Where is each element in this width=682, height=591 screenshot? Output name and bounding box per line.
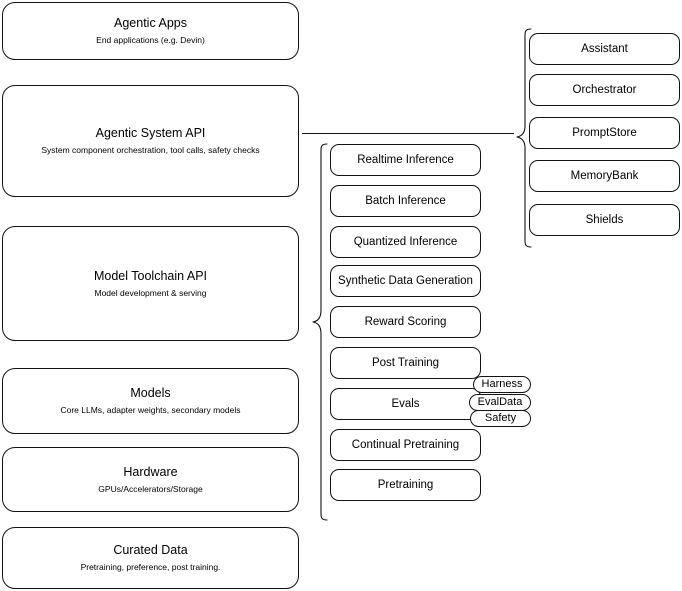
capability-box-evals[interactable]: Evals [330, 388, 481, 420]
eval-badge-label: Harness [481, 378, 523, 390]
capability-box-quantized-inference[interactable]: Quantized Inference [330, 226, 481, 258]
component-label: MemoryBank [570, 170, 639, 182]
capability-label: Quantized Inference [353, 236, 458, 248]
layer-title: Model Toolchain API [93, 268, 208, 283]
component-label: Shields [585, 214, 624, 226]
brace-system-components [516, 28, 532, 248]
eval-badge-label: EvalData [477, 396, 523, 408]
layer-box-curated-data[interactable]: Curated Data Pretraining, preference, po… [2, 527, 299, 589]
capability-label: Pretraining [377, 479, 434, 491]
brace-toolchain-capabilities [312, 143, 328, 521]
component-box-memorybank[interactable]: MemoryBank [529, 160, 680, 192]
capability-box-realtime-inference[interactable]: Realtime Inference [330, 144, 481, 176]
capability-label: Continual Pretraining [351, 439, 460, 451]
capability-box-pretraining[interactable]: Pretraining [330, 469, 481, 501]
component-box-assistant[interactable]: Assistant [529, 33, 680, 65]
component-label: PromptStore [572, 127, 637, 139]
layer-title: Hardware [123, 464, 178, 479]
layer-box-hardware[interactable]: Hardware GPUs/Accelerators/Storage [2, 447, 299, 512]
component-box-shields[interactable]: Shields [529, 204, 680, 236]
component-label: Assistant [581, 43, 628, 55]
capability-label: Realtime Inference [357, 154, 454, 166]
layer-title: Agentic System API [95, 126, 206, 140]
eval-badge-evaldata[interactable]: EvalData [469, 394, 531, 411]
layer-subtitle: Pretraining, preference, post training. [80, 562, 221, 572]
eval-badge-label: Safety [484, 412, 517, 424]
component-label: Orchestrator [572, 84, 637, 96]
capability-box-batch-inference[interactable]: Batch Inference [330, 185, 481, 217]
layer-box-agentic-apps[interactable]: Agentic Apps End applications (e.g. Devi… [2, 2, 299, 60]
layer-subtitle: Core LLMs, adapter weights, secondary mo… [60, 405, 241, 415]
layer-subtitle: End applications (e.g. Devin) [96, 35, 205, 45]
capability-label: Synthetic Data Generation [338, 275, 473, 287]
layer-subtitle: GPUs/Accelerators/Storage [98, 483, 203, 494]
layer-subtitle: System component orchestration, tool cal… [41, 145, 260, 155]
layer-box-models[interactable]: Models Core LLMs, adapter weights, secon… [2, 368, 299, 434]
connector-system-api-to-components [302, 133, 514, 134]
capability-label: Batch Inference [365, 195, 446, 207]
component-box-orchestrator[interactable]: Orchestrator [529, 74, 680, 106]
layer-title: Curated Data [113, 543, 188, 557]
capability-box-post-training[interactable]: Post Training [330, 347, 481, 379]
capability-box-synthetic-data-generation[interactable]: Synthetic Data Generation [330, 265, 481, 297]
capability-label: Reward Scoring [364, 316, 447, 328]
layer-box-model-toolchain-api[interactable]: Model Toolchain API Model development & … [2, 226, 299, 341]
component-box-promptstore[interactable]: PromptStore [529, 117, 680, 149]
eval-badge-safety[interactable]: Safety [470, 410, 531, 427]
capability-box-continual-pretraining[interactable]: Continual Pretraining [330, 429, 481, 461]
layer-box-agentic-system-api[interactable]: Agentic System API System component orch… [2, 85, 299, 197]
capability-label: Post Training [371, 357, 440, 369]
eval-badge-harness[interactable]: Harness [473, 376, 531, 393]
capability-label: Evals [391, 398, 420, 410]
layer-title: Agentic Apps [114, 16, 187, 30]
capability-box-reward-scoring[interactable]: Reward Scoring [330, 306, 481, 338]
layer-subtitle: Model development & serving [94, 287, 207, 298]
layer-title: Models [130, 386, 171, 400]
